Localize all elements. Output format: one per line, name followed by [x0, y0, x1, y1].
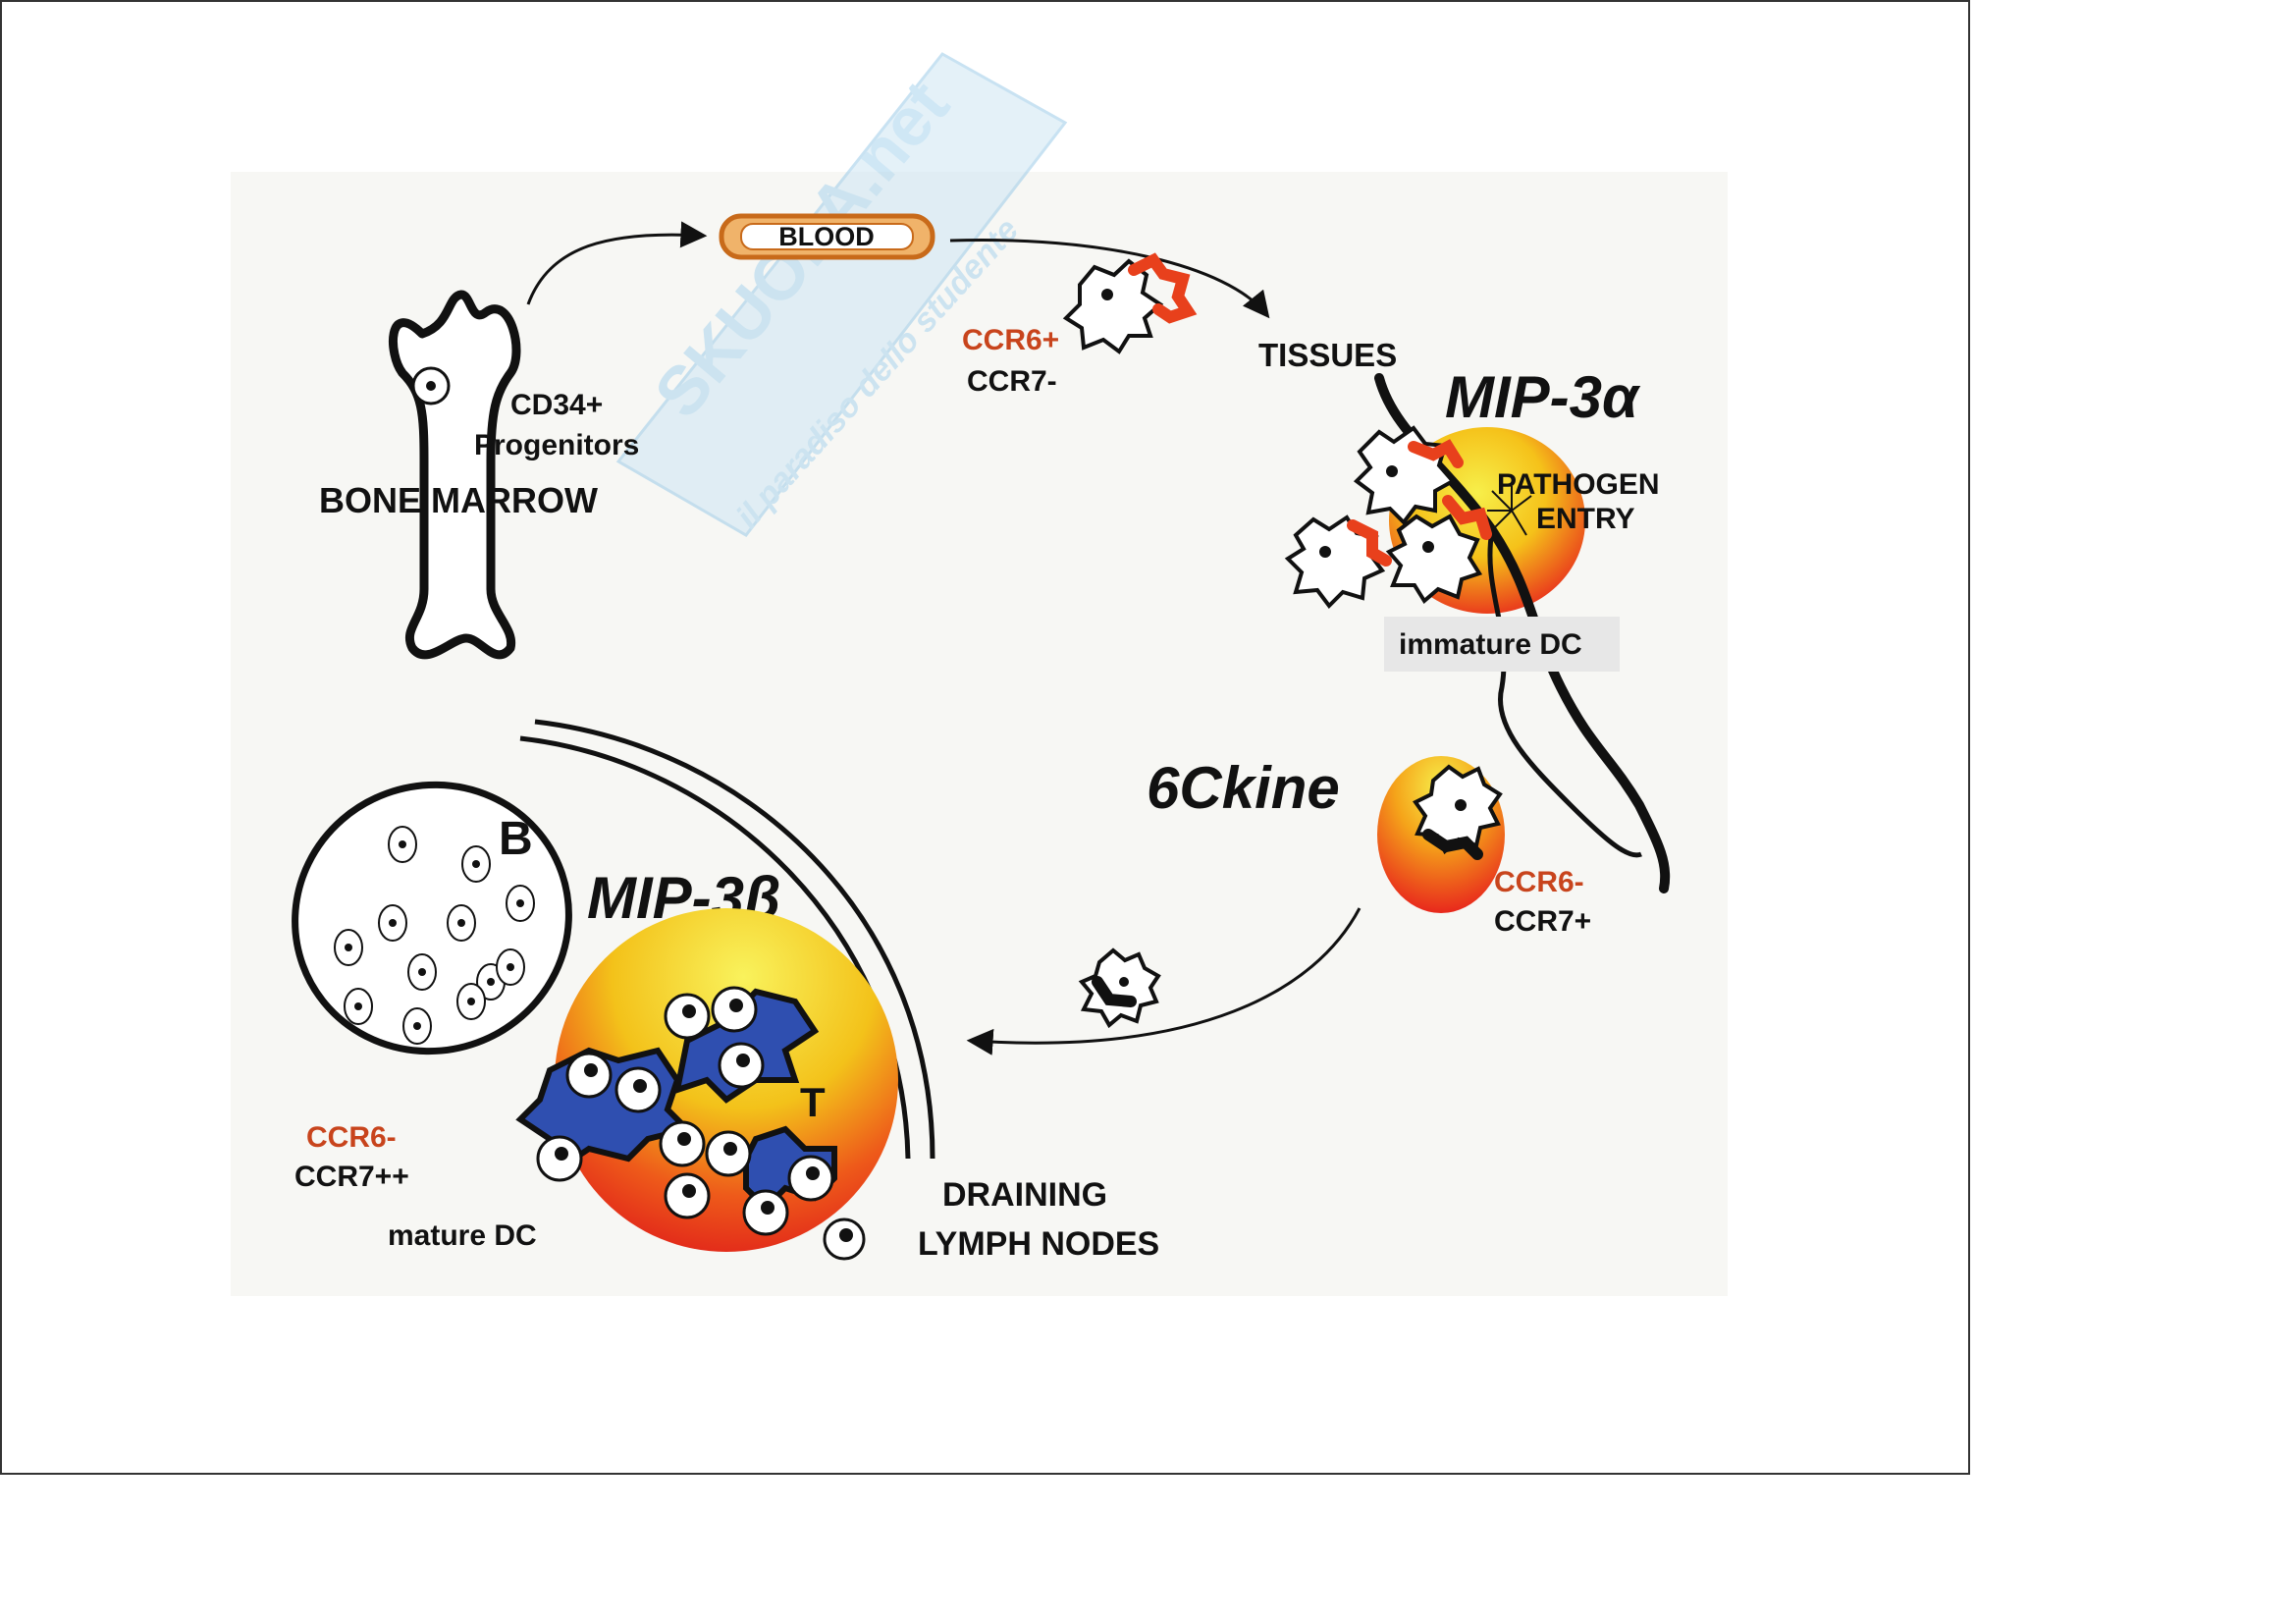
t-cell-icon [823, 1217, 866, 1261]
mip3a-label: MIP-3α [1445, 364, 1641, 430]
pathogen-burst-icon [1487, 486, 1532, 536]
circulating-dc-icon [1062, 252, 1198, 354]
b-cell-icon [388, 826, 417, 863]
cd34-label: CD34+ [510, 389, 603, 421]
migrating-dc-icon [1413, 764, 1503, 860]
t-cell-icon [787, 1155, 834, 1202]
b-cell-icon [378, 904, 407, 942]
mature-dc-label: mature DC [388, 1219, 537, 1252]
b-zone-label: B [499, 813, 533, 865]
t-cell-icon [565, 1052, 613, 1099]
draining-label: DRAINING [942, 1176, 1107, 1214]
immature-dc-cluster [1284, 425, 1492, 610]
lymph-migrating-dc-icon [1078, 947, 1161, 1029]
ccr7-minus-label: CCR7- [967, 365, 1057, 398]
b-cell-icon [334, 929, 363, 966]
sixckine-label: 6Ckine [1147, 755, 1340, 821]
tissues-label: TISSUES [1258, 337, 1397, 373]
t-cell-icon [742, 1189, 789, 1236]
watermark-diamond [615, 52, 1068, 537]
b-cell-icon [496, 948, 525, 986]
pathogen-label: PATHOGEN [1497, 468, 1660, 501]
t-cell-icon [705, 1130, 752, 1177]
t-cell-icon [711, 986, 758, 1033]
t-cells [536, 986, 866, 1261]
b-cell-icon [506, 885, 535, 922]
lymph-nodes-label: LYMPH NODES [918, 1225, 1159, 1263]
t-zone-label: T [800, 1079, 826, 1125]
b-cell-icon [407, 953, 437, 991]
bone-icon [389, 290, 521, 660]
t-cell-icon [659, 1120, 706, 1167]
immature-dc-label: immature DC [1399, 628, 1582, 661]
lymph-node-capsule-outer [534, 719, 935, 1160]
t-cell-icon [536, 1135, 583, 1182]
ccr7-plus-label: CCR7+ [1494, 905, 1591, 938]
blood-vessel-icon: BLOOD [719, 213, 935, 260]
b-cell-icon [456, 983, 486, 1020]
ccr6-minus-low-label: CCR6- [306, 1121, 397, 1154]
b-cell-icon [461, 845, 491, 883]
immature-dc-icon [1284, 514, 1392, 610]
blood-label: BLOOD [778, 222, 875, 251]
t-cell-icon [614, 1066, 662, 1113]
immature-dc-icon [1385, 495, 1492, 605]
b-cell-icon [447, 904, 476, 942]
immature-dc-label-box [1384, 617, 1620, 672]
vessel-line [1487, 529, 1642, 858]
ccr6-plus-label: CCR6+ [962, 324, 1059, 356]
b-cells [334, 826, 535, 1045]
t-cell-icon [718, 1042, 765, 1089]
arrow-bone-to-blood [526, 221, 708, 305]
t-cell-icon [664, 993, 711, 1040]
ccr7-plusplus-label: CCR7++ [294, 1161, 409, 1193]
immature-dc-icon [1353, 425, 1464, 526]
t-cell-icon [664, 1172, 711, 1219]
ccr6-minus-mid-label: CCR6- [1494, 866, 1584, 898]
b-cell-icon [402, 1007, 432, 1045]
entry-label: ENTRY [1536, 503, 1635, 535]
progenitors-label: Progenitors [474, 429, 639, 461]
arrow-tissue-to-lymph-node [966, 907, 1362, 1055]
b-cell-icon [344, 988, 373, 1025]
bone-marrow-label: BONE MARROW [319, 480, 598, 520]
